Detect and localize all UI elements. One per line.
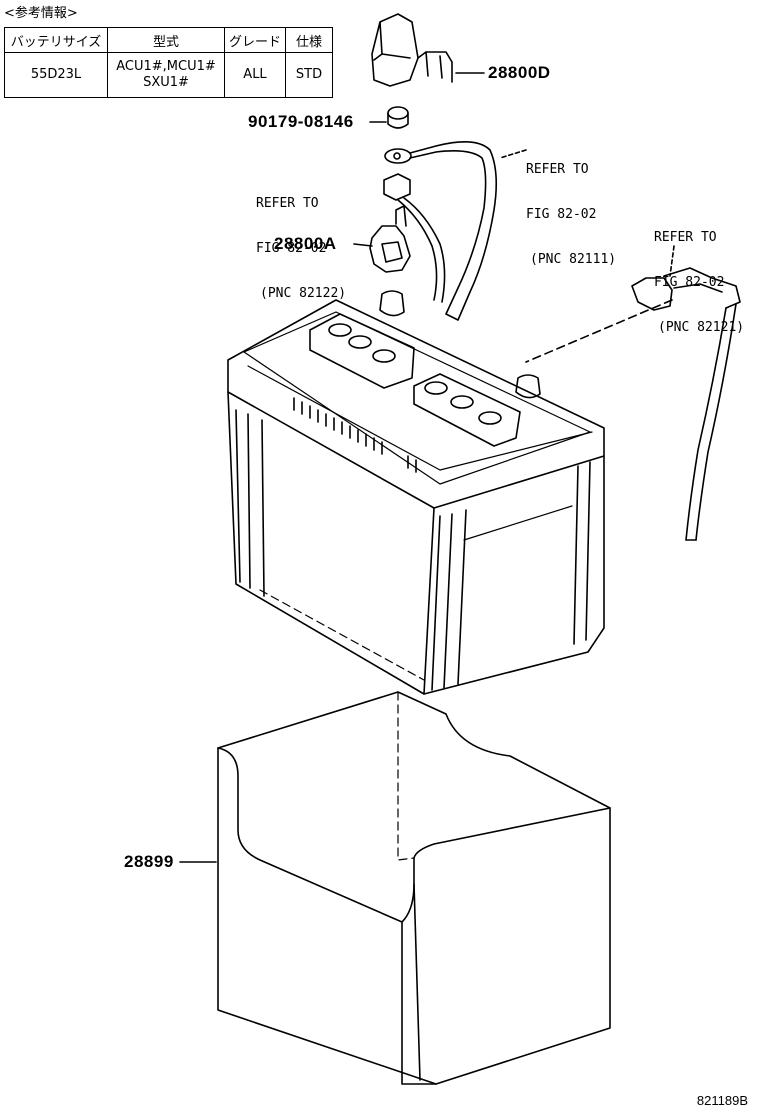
part-label-terminal-clamp[interactable]: 28800A <box>274 234 337 253</box>
refer-note-left-line1: REFER TO <box>256 196 319 211</box>
battery-tray-part <box>179 691 611 1085</box>
cell-model-line2: SXU1# <box>143 75 189 90</box>
part-label-terminal-nut[interactable]: 90179-08146 <box>248 112 354 131</box>
cell-spec: STD <box>285 52 333 98</box>
figure-code: 821189B <box>696 1093 748 1108</box>
cell-battery-size: 55D23L <box>4 52 108 98</box>
ground-cable <box>525 245 741 541</box>
refer-note-right-line1: REFER TO <box>654 230 717 245</box>
table-header-row: バッテリサイズ 型式 グレード 仕様 <box>4 27 333 53</box>
negative-lead-part <box>353 173 446 303</box>
part-label-battery-tray[interactable]: 28899 <box>124 852 174 871</box>
refer-note-left-line2: FIG 82-02 <box>256 241 327 256</box>
header-battery-size: バッテリサイズ <box>4 27 108 53</box>
clamp-cover-part <box>371 13 485 87</box>
refer-note-top-line3: (PNC 82111) <box>530 252 617 267</box>
refer-note-left[interactable]: REFER TO FIG 82-02 (PNC 82122) <box>256 166 346 316</box>
refer-note-top-line1: REFER TO <box>526 162 589 177</box>
cell-model: ACU1#,MCU1# SXU1# <box>107 52 225 98</box>
table-row: 55D23L ACU1#,MCU1# SXU1# ALL STD <box>4 52 333 98</box>
refer-note-right[interactable]: REFER TO FIG 82-02 (PNC 82121) <box>654 200 744 350</box>
battery-body <box>227 290 605 695</box>
cell-model-line1: ACU1#,MCU1# <box>116 59 216 74</box>
terminal-nut-part <box>369 106 409 129</box>
cell-grade: ALL <box>224 52 286 98</box>
reference-info-title: <参考情報> <box>4 6 78 21</box>
refer-note-top[interactable]: REFER TO FIG 82-02 (PNC 82111) <box>526 132 616 282</box>
refer-note-right-line3: (PNC 82121) <box>658 320 745 335</box>
header-model: 型式 <box>107 27 225 53</box>
part-label-clamp-cover[interactable]: 28800D <box>488 63 551 82</box>
refer-note-top-line2: FIG 82-02 <box>526 207 597 222</box>
reference-info-table: バッテリサイズ 型式 グレード 仕様 55D23L ACU1#,MCU1# SX… <box>4 27 333 98</box>
refer-note-right-line2: FIG 82-02 <box>654 275 725 290</box>
refer-note-left-line3: (PNC 82122) <box>260 286 347 301</box>
header-spec: 仕様 <box>285 27 333 53</box>
positive-cable <box>384 141 527 321</box>
header-grade: グレード <box>224 27 286 53</box>
